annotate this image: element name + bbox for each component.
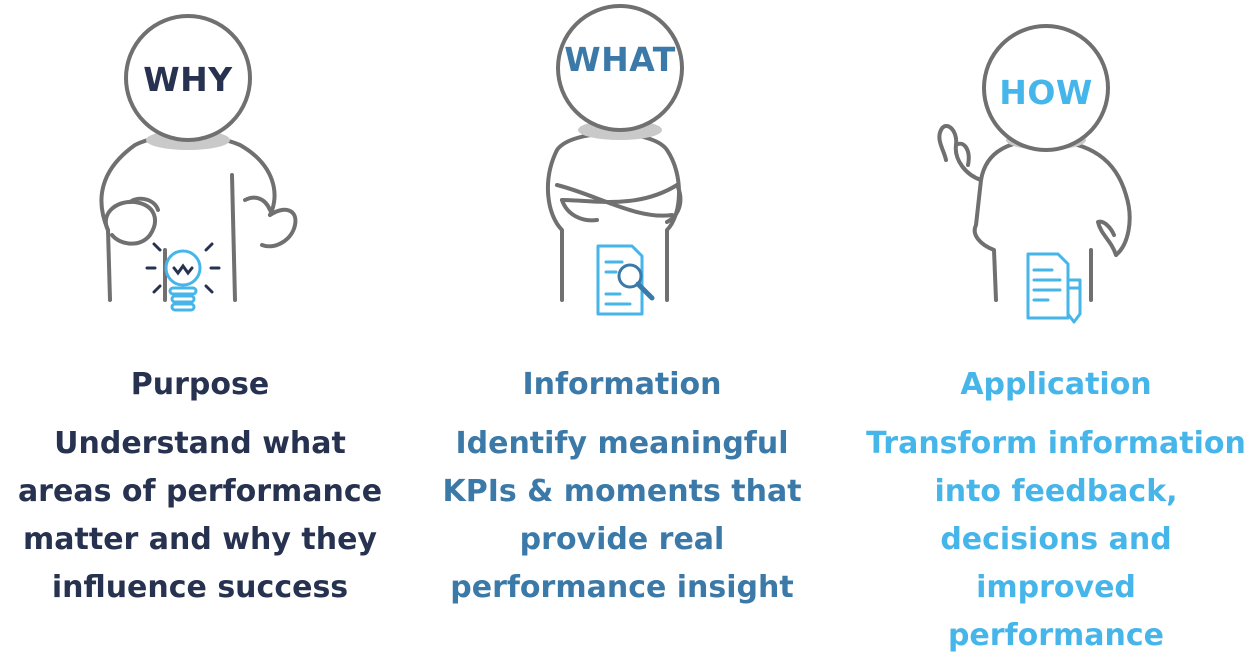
how-column: Application Transform information into f…	[856, 364, 1250, 660]
purpose-title: Purpose	[130, 367, 270, 402]
purpose-description: Understand what areas of performance mat…	[17, 426, 383, 605]
pointing-person-illustration	[937, 24, 1132, 324]
why-head-label: WHY	[143, 60, 233, 99]
thinking-person-illustration	[99, 14, 298, 312]
what-head-label: WHAT	[564, 40, 676, 79]
document-search-icon	[596, 244, 655, 316]
why-column: Purpose Understand what areas of perform…	[0, 364, 400, 612]
why-figure	[40, 0, 360, 330]
what-figure	[462, 0, 782, 330]
information-title: Information	[522, 367, 722, 402]
information-description: Identify meaningful KPIs & moments that …	[442, 426, 802, 605]
how-head-label: HOW	[999, 73, 1093, 112]
document-pencil-icon	[1026, 252, 1082, 324]
lightbulb-icon	[145, 242, 221, 312]
how-figure	[886, 0, 1206, 330]
arms-crossed-person-illustration	[545, 4, 684, 316]
what-column: Information Identify meaningful KPIs & m…	[422, 364, 822, 612]
application-title: Application	[960, 367, 1152, 402]
application-description: Transform information into feedback, dec…	[866, 426, 1246, 653]
